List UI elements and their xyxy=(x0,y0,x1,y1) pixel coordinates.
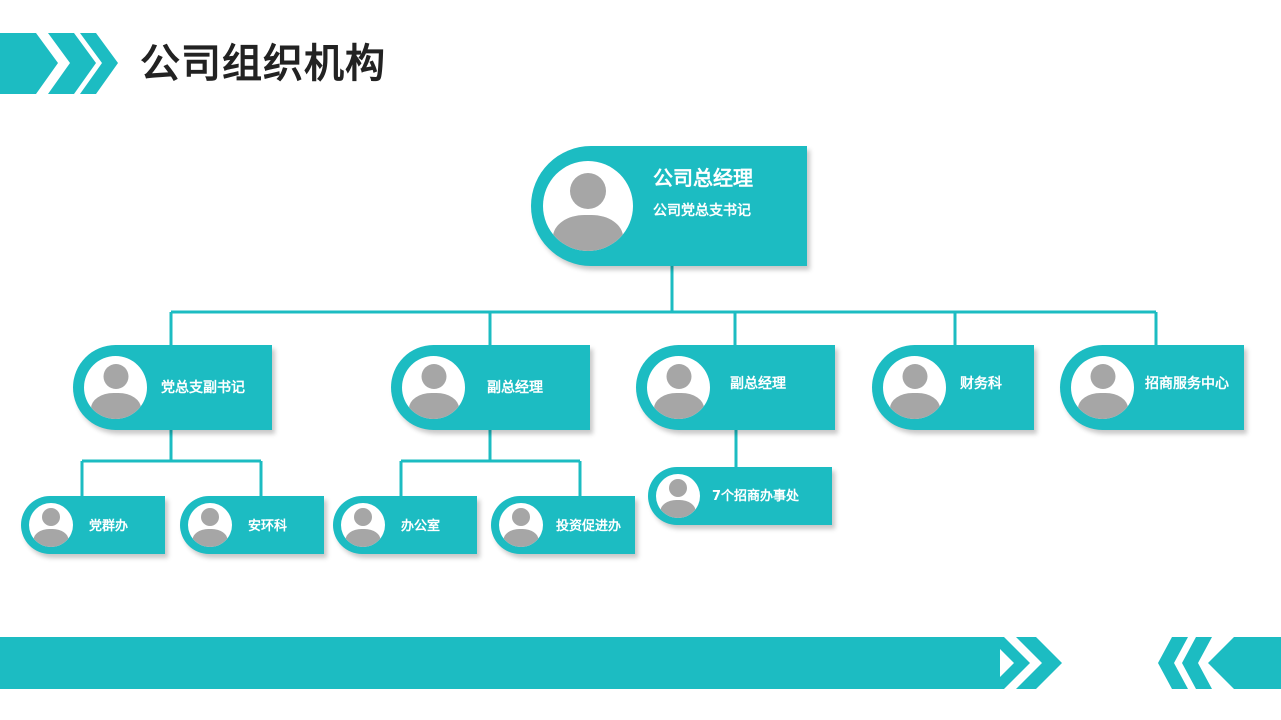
org-node-l2-4[interactable]: 招商服务中心 xyxy=(1060,345,1244,430)
org-node-l2-2-title: 副总经理 xyxy=(730,376,786,392)
org-node-l3-0-title: 党群办 xyxy=(89,519,129,534)
org-node-root-title: 公司总经理 xyxy=(653,166,753,190)
avatar-icon xyxy=(883,356,946,419)
org-node-l2-3[interactable]: 财务科 xyxy=(872,345,1034,430)
org-node-l2-3-title: 财务科 xyxy=(960,376,1002,392)
avatar-icon xyxy=(402,356,465,419)
org-node-l2-4-title: 招商服务中心 xyxy=(1145,376,1229,392)
org-connectors xyxy=(80,266,1158,496)
footer-chevron-2 xyxy=(1016,637,1062,689)
org-node-l2-2[interactable]: 副总经理 xyxy=(636,345,835,430)
avatar-icon xyxy=(1071,356,1134,419)
avatar-icon xyxy=(341,503,385,547)
org-node-l2-0-title: 党总支副书记 xyxy=(161,380,245,396)
org-node-l3-4-title: 7个招商办事处 xyxy=(712,489,800,504)
footer-right-band xyxy=(1208,637,1281,689)
org-node-l3-1[interactable]: 安环科 xyxy=(180,496,324,554)
avatar-icon xyxy=(647,356,710,419)
avatar-icon xyxy=(543,161,633,251)
org-node-l3-2[interactable]: 办公室 xyxy=(333,496,477,554)
avatar-icon xyxy=(499,503,543,547)
org-node-l3-4[interactable]: 7个招商办事处 xyxy=(648,467,832,525)
footer-right-chevron-1 xyxy=(1158,637,1188,689)
org-node-l2-0[interactable]: 党总支副书记 xyxy=(73,345,272,430)
avatar-icon xyxy=(656,474,700,518)
footer-chevron-1 xyxy=(988,637,1030,689)
org-node-l3-1-title: 安环科 xyxy=(248,519,288,534)
org-node-l3-0[interactable]: 党群办 xyxy=(21,496,165,554)
org-node-l3-3[interactable]: 投资促进办 xyxy=(491,496,635,554)
org-node-l2-1-title: 副总经理 xyxy=(487,380,543,396)
avatar-icon xyxy=(29,503,73,547)
header-chevron-2 xyxy=(80,33,118,94)
avatar-icon xyxy=(84,356,147,419)
org-node-root[interactable]: 公司总经理 公司党总支书记 xyxy=(531,146,807,266)
org-node-l3-2-title: 办公室 xyxy=(401,519,441,534)
org-node-root-subtitle: 公司党总支书记 xyxy=(653,203,751,219)
footer-right-chevron-2 xyxy=(1182,637,1212,689)
org-node-l2-1[interactable]: 副总经理 xyxy=(391,345,590,430)
avatar-icon xyxy=(188,503,232,547)
header-chevron-1 xyxy=(48,33,96,94)
header-band xyxy=(0,33,58,94)
org-node-l3-3-title: 投资促进办 xyxy=(556,519,622,534)
page-title: 公司组织机构 xyxy=(140,41,386,87)
footer-band xyxy=(0,637,1000,689)
